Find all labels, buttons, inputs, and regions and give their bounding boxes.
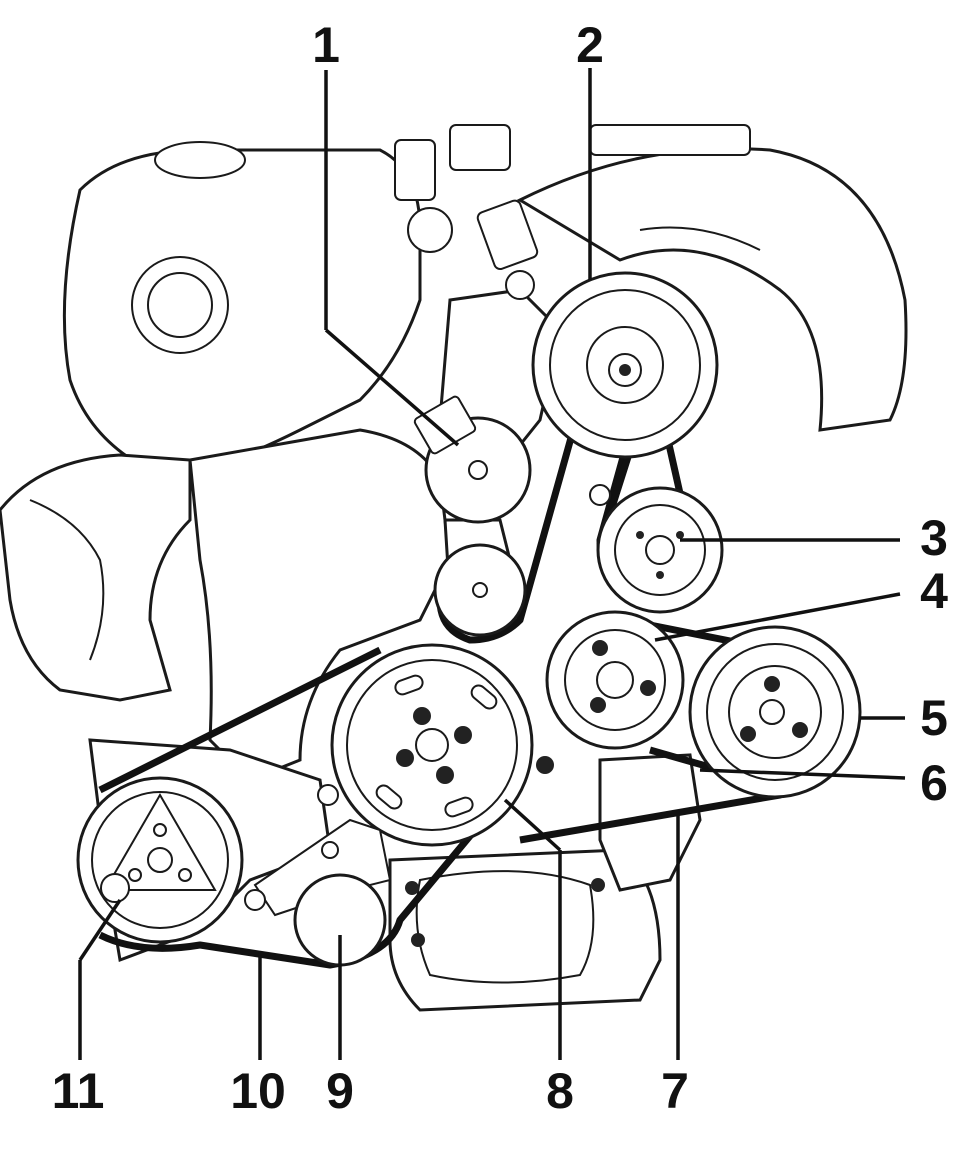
pulley-5-bolt <box>764 676 780 692</box>
idler-bracket <box>253 818 392 917</box>
power-steering-pulley <box>596 486 724 614</box>
pulley-3-hub <box>645 535 675 565</box>
callout-6: 6 <box>920 755 948 811</box>
throttle-body <box>589 124 751 156</box>
leader-4 <box>654 592 901 642</box>
tensioner-assembly <box>413 395 532 637</box>
lower-right-bracket <box>598 753 702 892</box>
pulley-5-hub <box>759 699 785 725</box>
pulley-slot <box>470 684 498 710</box>
idler-hub <box>472 582 488 598</box>
callout-4: 4 <box>920 563 948 619</box>
pulley-slot <box>394 674 424 696</box>
plate-rivet <box>128 868 142 882</box>
crankshaft-hub <box>415 728 449 762</box>
fitting-eye <box>407 207 453 253</box>
pulley-5-bolt <box>740 726 756 742</box>
pulley-4-bolt <box>590 697 606 713</box>
bracket-bolt <box>317 784 339 806</box>
sump-bolt <box>405 881 419 895</box>
ac-compressor <box>76 776 244 944</box>
lower-block <box>188 428 452 782</box>
callout-1: 1 <box>312 17 340 73</box>
bracket-bolt <box>321 841 339 859</box>
bracket-bolt <box>244 889 266 911</box>
pulley-5-group <box>688 625 862 799</box>
timing-belt-cover <box>62 148 422 472</box>
pulley-3-bolt <box>636 531 644 539</box>
manifold-edge <box>639 226 761 251</box>
pulley-slot <box>444 796 474 818</box>
sump-bolt <box>591 878 605 892</box>
pulley-4-bolt <box>640 680 656 696</box>
alternator-bolt <box>505 270 535 300</box>
pulley-4-hub <box>596 661 634 699</box>
callout-8: 8 <box>546 1063 574 1119</box>
injector-fitting <box>394 139 436 201</box>
sump-panel <box>415 870 595 984</box>
oil-filler-cap <box>154 141 246 179</box>
exhaust-manifold <box>0 453 192 702</box>
leader-6 <box>699 768 906 780</box>
pulley-3-bolt <box>676 531 684 539</box>
plate-rivet <box>153 823 167 837</box>
compressor-plate <box>103 793 217 891</box>
alternator-bolt <box>589 484 611 506</box>
callout-3: 3 <box>920 510 948 566</box>
hose-connector <box>476 199 539 271</box>
callout-7: 7 <box>661 1063 689 1119</box>
alternator-shaft <box>619 364 631 376</box>
compressor-hub <box>147 847 173 873</box>
cover-cap-inner <box>147 272 213 338</box>
leader-8a <box>503 798 562 852</box>
crankshaft-bolt <box>413 707 431 725</box>
pulley-3-bolt <box>656 571 664 579</box>
callout-11: 11 <box>52 1063 105 1119</box>
callout-9: 9 <box>326 1063 354 1119</box>
pulley-slot <box>375 784 403 810</box>
sump-bolt <box>411 933 425 947</box>
leader-11a <box>78 899 122 961</box>
crankshaft-bolt <box>454 726 472 744</box>
pulley-5-bolt <box>792 722 808 738</box>
callout-5: 5 <box>920 690 948 746</box>
pulley-4-bolt <box>592 640 608 656</box>
compressor-spring <box>100 873 130 903</box>
crankshaft-bolt <box>396 749 414 767</box>
callout-10: 10 <box>230 1063 286 1119</box>
exhaust-pipe-line <box>29 499 105 661</box>
idler-pulley-lower-group <box>244 784 392 967</box>
callout-2: 2 <box>576 17 604 73</box>
tensioner-hub <box>468 460 488 480</box>
block-bolt <box>536 756 554 774</box>
ac-compressor-belt <box>98 646 503 969</box>
leader-lines <box>78 68 906 1060</box>
plate-rivet <box>178 868 192 882</box>
crankshaft-bolt <box>436 766 454 784</box>
leader-1b <box>324 328 460 447</box>
crankshaft-pulley-group <box>330 643 554 847</box>
coolant-pump-pulley <box>545 610 685 750</box>
callout-labels: 1 2 3 4 5 6 7 8 9 10 11 <box>52 17 949 1119</box>
sensor-fitting <box>449 124 511 171</box>
alternator <box>505 270 719 506</box>
